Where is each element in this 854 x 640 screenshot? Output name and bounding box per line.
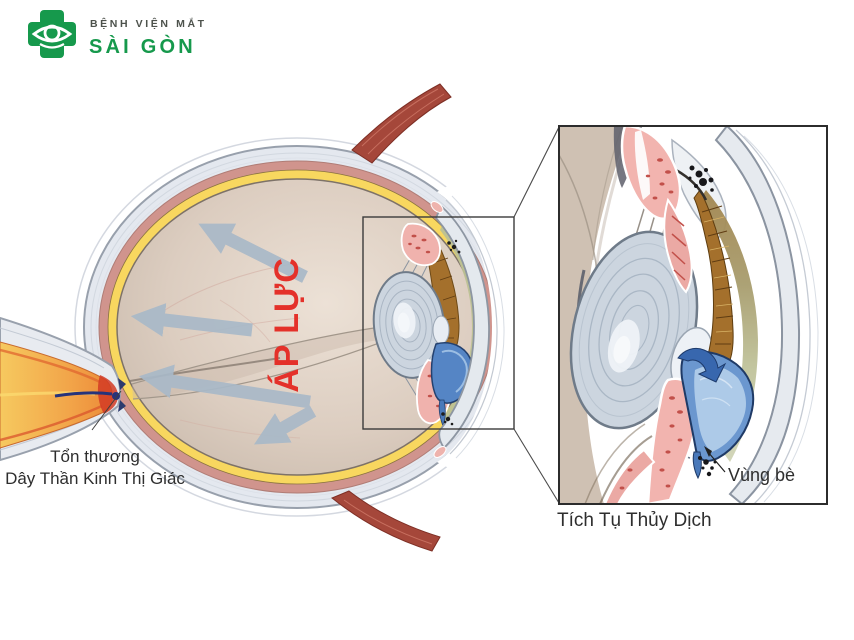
inset-lens <box>569 230 699 430</box>
inset-ciliary-top <box>620 127 693 294</box>
trabecular-pointer-line <box>707 451 726 473</box>
pigment-dots <box>441 239 461 426</box>
main-eye-cross-section: ÁP LỰC <box>0 83 522 552</box>
inset-pigment-dots-top <box>688 165 714 192</box>
optic-nerve-damage-label-line2: Dây Thần Kinh Thị Giác <box>5 469 185 488</box>
conjunctiva-contour <box>451 195 505 459</box>
optic-nerve <box>0 316 126 462</box>
trabecular-label: Vùng bè <box>728 465 795 485</box>
pressure-label: ÁP LỰC <box>268 257 306 393</box>
inset-caption-label: Tích Tụ Thủy Dịch <box>557 510 712 531</box>
pressure-arrow-lower-left <box>138 364 311 409</box>
limbus-tissue <box>430 201 444 213</box>
lens-anterior-pole <box>432 315 450 345</box>
optic-nerve-damage-label-line1: Tổn thương <box>50 447 140 466</box>
eye-muscles <box>331 83 452 552</box>
pressure-arrows <box>130 223 317 445</box>
conjunctiva-contour <box>445 199 498 455</box>
inset-ciliary-bottom <box>603 377 698 504</box>
inset-border <box>558 125 828 505</box>
inset-illustration <box>560 127 819 504</box>
trabecular-pointer-arrowhead <box>704 446 712 457</box>
limbus-tissue <box>433 446 447 458</box>
inset-flow-arrow <box>677 347 727 383</box>
inset-aqueous-humor <box>677 347 755 480</box>
pressure-arrow-up-left <box>198 223 308 283</box>
zoom-region-rectangle <box>362 216 515 430</box>
pressure-arrow-down-left <box>253 405 317 445</box>
logo-eye-icon <box>31 25 73 43</box>
lens <box>372 271 446 379</box>
anterior-background <box>437 171 522 482</box>
inset-trabecular-dots <box>698 456 717 477</box>
logo-cross-icon <box>28 10 76 58</box>
inset-vitreous <box>560 127 630 504</box>
zoom-connector-top <box>513 126 560 218</box>
central-retinal-vessels <box>54 391 113 398</box>
logo-text-line1: BỆNH VIỆN MẮT <box>90 17 207 30</box>
hospital-logo: BỆNH VIỆN MẮT SÀI GÒN <box>28 10 207 58</box>
pressure-arrow-left <box>130 303 253 337</box>
inset-magnified-view: Vùng bè <box>558 125 828 505</box>
ciliary-body-top <box>400 222 441 267</box>
logo-text-line2: SÀI GÒN <box>89 34 196 58</box>
optic-nerve-pointer-line <box>91 390 122 431</box>
inset-cornea <box>714 127 819 504</box>
inferior-muscle <box>331 490 441 552</box>
zoom-connector-bottom <box>513 428 560 504</box>
anterior-segment <box>372 195 505 459</box>
cornea <box>434 204 490 450</box>
